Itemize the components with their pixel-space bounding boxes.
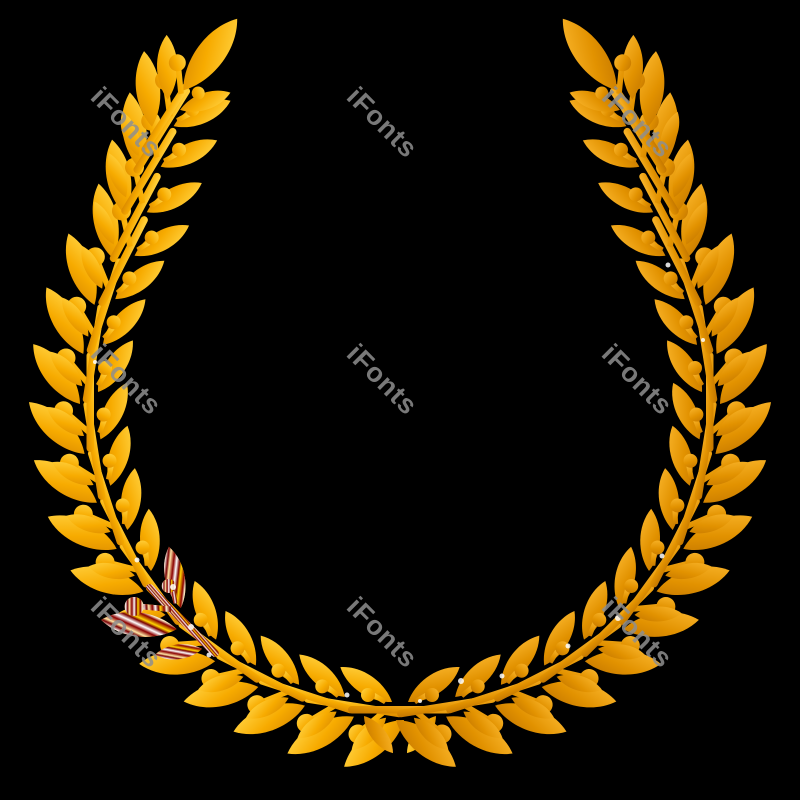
sparkle-dot	[701, 338, 705, 342]
sparkle-dot	[134, 557, 140, 563]
sparkle-dot	[344, 692, 350, 698]
sparkle-dot	[615, 615, 621, 621]
sparkle-dot	[206, 652, 212, 658]
wreath-right-branch	[348, 0, 782, 780]
sparkle-dot	[665, 262, 671, 268]
wreath-left-branch	[18, 0, 452, 780]
sparkle-dot	[499, 673, 505, 679]
sparkle-dot	[93, 360, 97, 364]
sparkle-dot	[188, 624, 194, 630]
sparkle-dot	[458, 678, 464, 684]
sparkle-dot	[170, 584, 176, 590]
sparkle-dots	[93, 262, 705, 703]
sparkle-dot	[565, 643, 571, 649]
sparkle-dot	[659, 553, 665, 559]
sparkle-dot	[418, 699, 422, 703]
